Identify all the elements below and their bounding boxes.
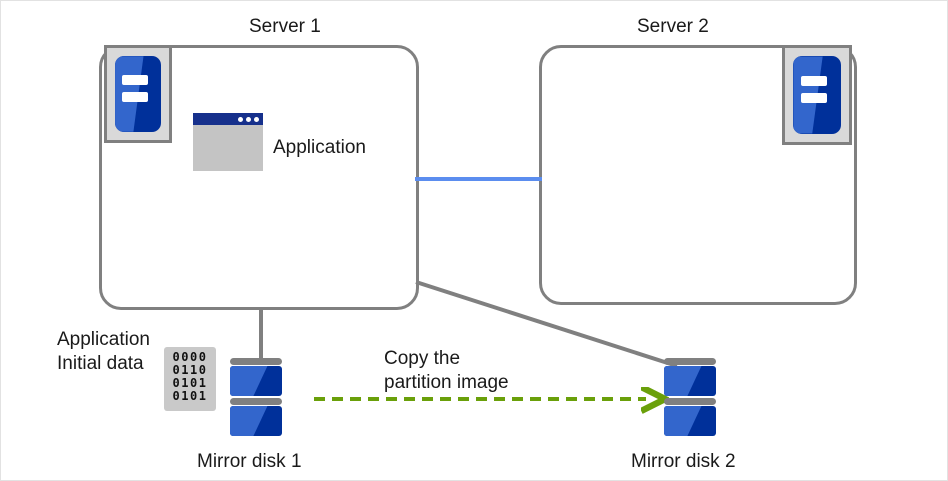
window-dot-icon <box>254 116 259 122</box>
binary-data-icon: 0000 0110 0101 0101 <box>164 347 216 411</box>
mirror-disk-1-label: Mirror disk 1 <box>197 451 302 472</box>
application-label: Application <box>273 137 366 158</box>
mirror-disk-2-label: Mirror disk 2 <box>631 451 736 472</box>
server2-title: Server 2 <box>637 16 709 37</box>
server1-title: Server 1 <box>249 16 321 37</box>
application-window-icon <box>193 113 263 171</box>
mirror-disk-1-icon <box>230 358 282 438</box>
initial-data-label: Application Initial data <box>57 329 150 374</box>
window-dot-icon <box>246 116 251 122</box>
window-dot-icon <box>238 116 243 122</box>
server2-box <box>539 45 857 305</box>
copy-partition-label: Copy the partition image <box>384 348 509 393</box>
server2-machine-icon <box>782 45 852 145</box>
server1-machine-icon <box>104 45 172 143</box>
mirror-disk-2-icon <box>664 358 716 438</box>
server1-to-disk1-line <box>259 307 263 365</box>
server-interconnect-line <box>415 177 542 181</box>
